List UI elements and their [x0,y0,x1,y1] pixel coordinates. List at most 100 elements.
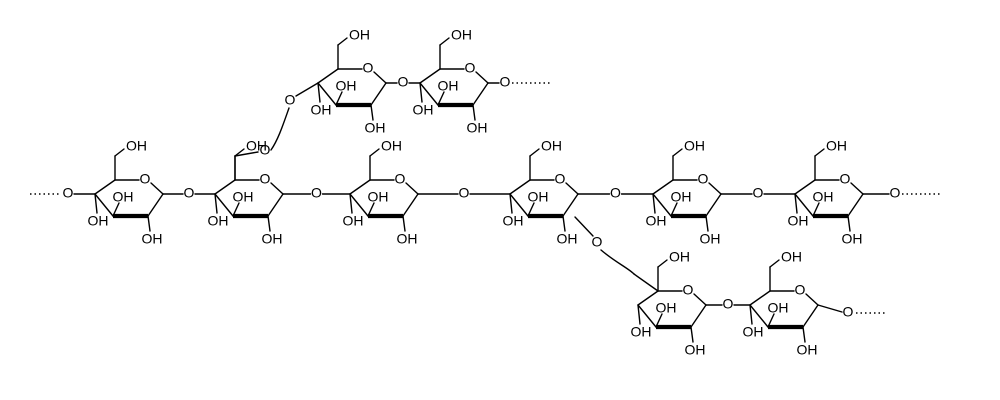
residue-main-2-c4-c3-bond [214,193,234,217]
residue-lower-1-c1-c2-bond [690,304,707,328]
residue-main-6-c4-oh-label: OH [788,213,809,229]
residue-main-4-c4-oh-label: OH [503,213,524,229]
residue-main-3-ring-oxygen-label: O [395,171,406,187]
residue-upper-1-c3-oh-label: OH [336,78,357,94]
residue-main-3-o-c1-bond [405,182,419,195]
residue-lower-2-c4-oh-label: OH [743,324,764,340]
residue-upper-1-c4-oh-label: OH [311,102,332,118]
residue-main-6-c4-oh-bond [794,193,798,214]
residue-upper-2-c2-oh-label: OH [467,120,488,136]
residue-upper-2-ring-oxygen-label: O [465,60,476,76]
residue-upper-1-c6-oh-bond [337,37,348,46]
residue-upper-1-c2-oh-label: OH [365,120,386,136]
residue-main-1-c3-oh-label: OH [113,189,134,205]
residue-lower-1-c2-oh-label: OH [685,342,706,358]
residue-main-5-c1-c2-bond [705,193,722,217]
residue-main-1-c3-oh-bond [112,202,120,217]
lower-terminal-bond [817,304,843,313]
residue-main-1-c4-c5-bond [94,179,116,195]
residue-main-5-c6-oh-bond [672,148,683,157]
residue-lower-2-ring-oxygen-label: O [795,282,806,298]
residue-main-3-c6-oh-label: OH [381,138,402,154]
residue-main-3-c2-oh-label: OH [397,231,418,247]
residue-upper-2-c6-oh-bond [439,37,450,46]
residue-main-6-c2-oh-bond [847,215,851,232]
residue-main-4-ring-oxygen-label: O [555,171,566,187]
lower-branch-bond-a [574,216,594,237]
residue-lower-2-c3-oh-label: OH [768,300,789,316]
residue-main-2-c2-oh-label: OH [262,231,283,247]
glycosidic-oxygen-lower-1: O [723,296,734,312]
residue-main-5-c4-oh-bond [652,193,656,214]
residue-main-4-c3-oh-label: OH [528,189,549,205]
residue-main-6-ring-oxygen-label: O [840,171,851,187]
residue-lower-1-c6-oh-label: OH [669,249,690,265]
residue-upper-1-c1-c2-bond [370,82,387,106]
residue-upper-1-c6-oh-label: OH [349,27,370,43]
residue-main-3-c2-oh-bond [402,215,406,232]
residue-lower-1-ring-oxygen-label: O [683,282,694,298]
residue-upper-1-ring-oxygen-label: O [363,60,374,76]
residue-main-4-c4-c3-bond [509,193,529,217]
lower-terminal-oxygen: O [843,304,854,320]
residue-main-5-c3-oh-label: OH [671,189,692,205]
residue-main-5-ring-oxygen-label: O [698,171,709,187]
residue-lower-1-c2-oh-bond [690,326,694,343]
residue-main-4-c3-oh-bond [527,202,535,217]
residue-lower-1-c3-oh-label: OH [656,300,677,316]
residue-main-2-c4-oh-label: OH [208,213,229,229]
main-2-c6-o-bond [234,151,259,157]
residue-main-1-ring-oxygen-label: O [140,171,151,187]
residue-main-2-c6-oh-label: OH [246,138,267,154]
residue-lower-2-c3-oh-bond [767,313,775,328]
residue-main-2-c4-c5-bond [214,179,236,195]
residue-main-3-c4-c5-bond [349,179,371,195]
residue-main-3-c3-oh-bond [367,202,375,217]
upper-branch-bond-b [270,107,290,151]
glycosidic-oxygen-upper-1: O [398,74,409,90]
residue-main-1-c4-oh-bond [94,193,98,214]
residue-upper-2-c4-c5-bond [419,68,441,84]
residue-upper-2-c2-oh-bond [472,104,476,121]
residue-lower-1-c4-oh-label: OH [631,324,652,340]
residue-upper-1-o-c1-bond [373,71,387,84]
residue-lower-1-c4-oh-bond [637,304,641,325]
residue-lower-2-c2-oh-label: OH [797,342,818,358]
residue-main-6-c4-c3-bond [794,193,814,217]
residue-main-4-c2-oh-label: OH [557,231,578,247]
residue-lower-2-c4-c5-bond [749,290,771,306]
residue-main-4-c6-oh-bond [529,148,540,157]
residue-upper-2-c3-oh-label: OH [438,78,459,94]
residue-main-3-c3-oh-label: OH [368,189,389,205]
residue-upper-2-c4-c3-bond [419,82,439,106]
residue-main-6-c6-oh-bond [814,148,825,157]
glycosidic-oxygen-main-2: O [311,185,322,201]
residue-main-4-c2-oh-bond [562,215,566,232]
residue-main-1-c2-oh-bond [147,215,151,232]
lower-branch-bond-c [633,273,659,292]
residue-main-5-c6-oh-label: OH [684,138,705,154]
right-terminal-oxygen: O [890,185,901,201]
residue-lower-1-c4-c3-bond [637,304,657,328]
upper-branch-bond-a [295,82,319,97]
main-2-c6-oxygen: O [260,142,271,158]
left-terminal-oxygen: O [63,185,74,201]
residue-main-2-ring-oxygen-label: O [260,171,271,187]
residue-main-6-o-c1-bond [850,182,864,195]
upper-branch-oxygen: O [285,92,296,108]
residue-lower-1-c4-c5-bond [637,290,659,306]
residue-upper-2-c4-oh-label: OH [413,102,434,118]
residue-main-5-c4-c5-bond [652,179,674,195]
residue-upper-2-c4-oh-bond [419,82,423,103]
residue-upper-1-c2-oh-bond [370,104,374,121]
residue-lower-2-c4-oh-bond [749,304,753,325]
residue-main-4-c1-c2-bond [562,193,579,217]
residue-main-3-c4-c3-bond [349,193,369,217]
residue-main-3-c4-oh-bond [349,193,353,214]
residue-main-1-o-c1-bond [150,182,164,195]
residue-main-2-o-c1-bond [270,182,284,195]
glycosidic-oxygen-main-1: O [184,185,195,201]
residue-lower-1-o-c1-bond [693,293,707,306]
residue-main-3-c4-oh-label: OH [343,213,364,229]
